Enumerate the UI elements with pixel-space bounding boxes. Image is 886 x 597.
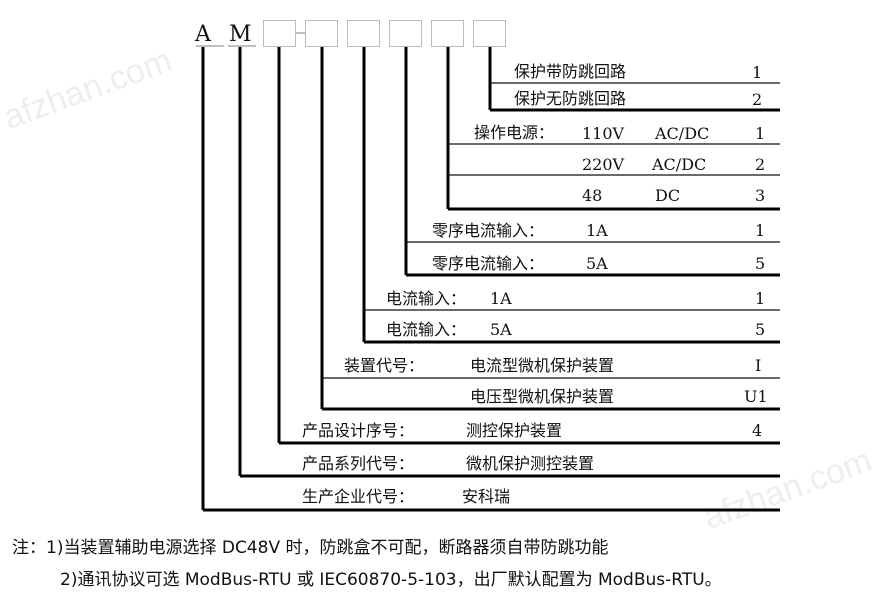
option-value: 5A [490, 320, 512, 339]
option-label: 操作电源： [474, 123, 555, 142]
code-letter-a: A [195, 22, 211, 47]
option-label: 产品系列代号： [302, 454, 415, 473]
code-letter-m: M [229, 22, 252, 47]
option-code: 2 [755, 155, 766, 174]
option-label: 电流输入： [386, 289, 467, 308]
option-label: 产品设计序号： [302, 421, 415, 440]
option-type: AC/DC [652, 155, 707, 174]
option-voltage: 220V [582, 155, 625, 174]
option-label: 装置代号： [344, 356, 425, 375]
option-value: 安科瑞 [462, 487, 511, 506]
option-voltage: 48 [582, 186, 603, 205]
option-label: 零序电流输入： [432, 221, 545, 240]
option-code: 1 [755, 124, 766, 143]
option-code: 4 [752, 421, 763, 440]
note-1: 注：1)当装置辅助电源选择 DC48V 时，防跳盒不可配，断路器须自带防跳功能 [12, 538, 609, 558]
option-value: 微机保护测控装置 [466, 454, 595, 473]
note-2: 2)通讯协议可选 ModBus-RTU 或 IEC60870-5-103，出厂默… [60, 570, 722, 590]
option-code: U1 [744, 387, 768, 406]
option-label: 保护无防跳回路 [514, 89, 627, 108]
code-box-6 [473, 20, 506, 47]
option-value: 电流型微机保护装置 [470, 356, 615, 375]
option-label: 电流输入： [386, 320, 467, 339]
option-code: 5 [755, 254, 766, 273]
option-voltage: 110V [582, 124, 625, 143]
option-label: 生产企业代号： [302, 487, 415, 506]
option-type: AC/DC [655, 124, 710, 143]
option-code: 1 [755, 289, 766, 308]
code-box-2 [305, 20, 338, 47]
option-code: 1 [755, 221, 766, 240]
code-box-3 [347, 20, 380, 47]
option-type: DC [655, 186, 681, 205]
option-value: 5A [586, 254, 608, 273]
option-label: 零序电流输入： [432, 254, 545, 273]
option-value: 1A [586, 221, 608, 240]
option-code: 1 [752, 63, 763, 82]
option-code: 3 [755, 186, 766, 205]
option-value: 电压型微机保护装置 [470, 387, 615, 406]
option-code: I [755, 356, 762, 375]
option-value: 测控保护装置 [466, 421, 563, 440]
option-label: 保护带防跳回路 [514, 62, 627, 81]
code-box-1 [263, 20, 296, 47]
option-code: 5 [755, 320, 766, 339]
option-code: 2 [752, 90, 763, 109]
code-box-5 [431, 20, 464, 47]
code-box-4 [389, 20, 422, 47]
option-value: 1A [490, 289, 512, 308]
